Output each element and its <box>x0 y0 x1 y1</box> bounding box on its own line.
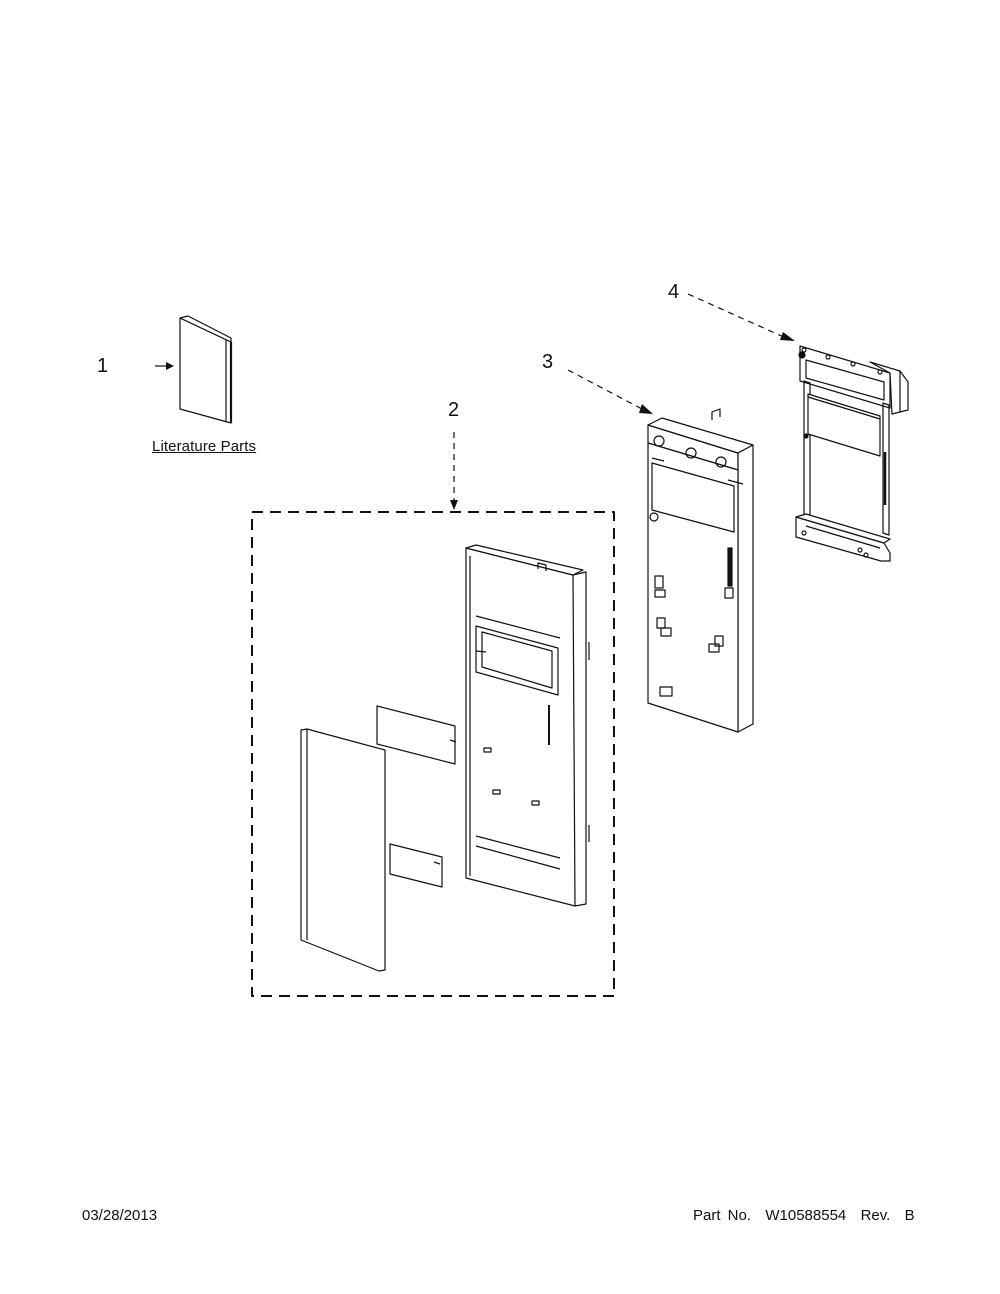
callout-4: 4 <box>668 281 680 303</box>
control-panel-back <box>647 408 754 733</box>
display-window <box>376 705 456 765</box>
callout-2: 2 <box>448 399 460 421</box>
keypad-membrane <box>300 728 386 972</box>
leader-arrow-2 <box>450 432 458 510</box>
footer-date: 03/28/2013 <box>82 1207 158 1224</box>
leader-arrow-4 <box>687 293 795 341</box>
membrane-tail <box>389 843 443 888</box>
callout-3: 3 <box>542 351 554 373</box>
callout-1: 1 <box>97 355 109 377</box>
control-board-bracket <box>795 345 909 562</box>
footer-part-number: Part No. W10588554 Rev. B <box>693 1207 915 1224</box>
literature-parts-label: Literature Parts <box>152 438 257 455</box>
control-panel-frame <box>465 544 590 907</box>
literature-booklet <box>179 315 233 424</box>
assembly-group-boundary <box>251 511 615 997</box>
leader-arrow-3 <box>567 369 653 414</box>
leader-arrow-1 <box>155 362 174 370</box>
